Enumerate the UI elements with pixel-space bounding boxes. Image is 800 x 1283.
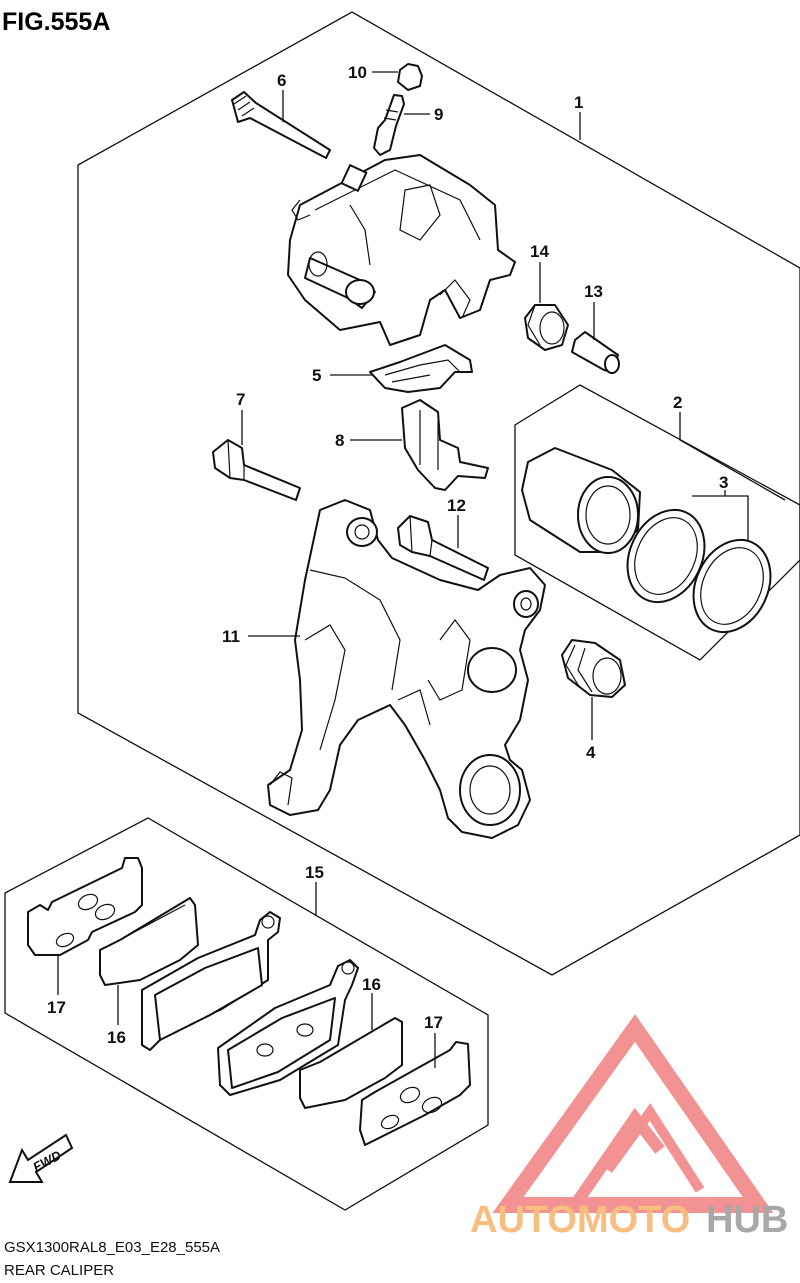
caliper-assembly-frame: [77, 11, 800, 976]
mounting-bolt: [212, 439, 301, 501]
callout-6: 6: [277, 71, 286, 90]
bleeder-valve: [373, 94, 405, 156]
figure-title: FIG.555A: [2, 8, 110, 36]
piston: [521, 447, 641, 554]
callout-8: 8: [335, 431, 344, 450]
pin-boot-4: [561, 639, 626, 698]
fwd-arrow-icon: FWD: [8, 1133, 74, 1183]
callout-11: 11: [222, 627, 240, 646]
pin-boot-14: [524, 304, 569, 351]
slide-bolt: [397, 515, 489, 581]
callout-14: 14: [530, 242, 549, 261]
figure-code: GSX1300RAL8_E03_E28_555A: [4, 1239, 220, 1256]
callout-7: 7: [236, 390, 245, 409]
caliper-bracket: [267, 499, 546, 839]
callout-17-right: 17: [424, 1013, 443, 1032]
brake-pad-set: [27, 857, 471, 1146]
figure-name: REAR CALIPER: [4, 1262, 114, 1279]
callout-13: 13: [584, 282, 603, 301]
callout-5: 5: [312, 366, 321, 385]
piston-seals: [626, 508, 772, 634]
bleeder-cap: [397, 63, 423, 91]
callout-2: 2: [673, 393, 682, 412]
callout-4: 4: [586, 743, 596, 762]
piston-group-frame: [514, 384, 800, 661]
logo-text-automoto: AUTOMOTO: [470, 1199, 690, 1241]
callout-15: 15: [305, 863, 324, 882]
callout-12: 12: [447, 496, 466, 515]
pad-retainer: [401, 399, 489, 491]
caliper-body: [287, 154, 516, 346]
automotohub-logo: AUTOMOTO HUB: [470, 1014, 788, 1241]
pad-spring: [369, 344, 473, 393]
callout-1: 1: [574, 93, 583, 112]
slide-pin-13: [571, 331, 620, 374]
logo-text-hub: HUB: [706, 1199, 788, 1241]
callout-16-right: 16: [362, 975, 381, 994]
callout-3: 3: [719, 473, 728, 492]
callout-9: 9: [434, 105, 443, 124]
callout-10: 10: [348, 63, 367, 82]
callout-17-left: 17: [47, 998, 66, 1017]
callout-16-left: 16: [107, 1028, 126, 1047]
leader-lines: [57, 71, 786, 1068]
pad-pin: [231, 91, 331, 159]
pad-group-frame: [4, 817, 489, 1211]
